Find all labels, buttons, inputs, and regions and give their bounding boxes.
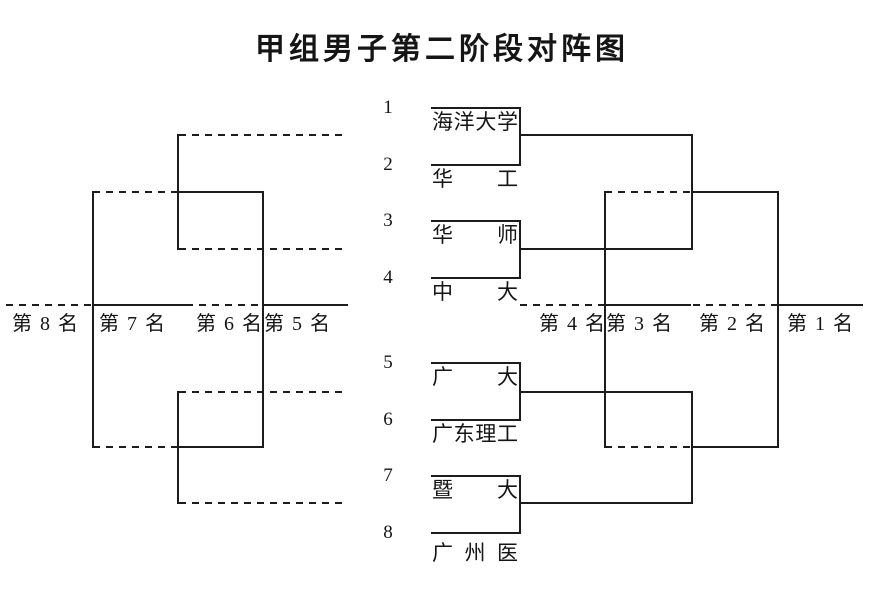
- loser-feed-line: [179, 134, 348, 136]
- rank-line-segment: [779, 304, 863, 306]
- seed-number: 4: [383, 267, 393, 288]
- final-match-vertical: [777, 191, 779, 448]
- loser-line: [605, 446, 691, 448]
- seed-number: 1: [383, 97, 393, 118]
- rank-label-1st: 第1名: [787, 313, 853, 335]
- team-name: 广州医: [432, 541, 518, 565]
- loser-line: [93, 191, 177, 193]
- page-title: 甲组男子第二阶段对阵图: [255, 33, 629, 66]
- winner-line: [521, 502, 693, 504]
- team-name: 广东理工: [432, 422, 518, 446]
- rank-label-5th: 第5名: [264, 313, 330, 335]
- seed-number: 2: [383, 154, 393, 175]
- match-box-bottom: [431, 419, 521, 421]
- rank-label-2nd: 第2名: [699, 313, 765, 335]
- rank-line-segment: [94, 304, 186, 306]
- match-box-bottom: [431, 277, 521, 279]
- rank-line-segment: [520, 304, 604, 306]
- match-box-top: [431, 362, 521, 364]
- winner-line: [693, 446, 778, 448]
- rank-label-6th: 第6名: [196, 313, 262, 335]
- winner-line: [521, 248, 693, 250]
- match-box-right: [519, 362, 521, 421]
- winner-line: [521, 134, 693, 136]
- consolation-b-vertical: [177, 391, 179, 504]
- match-box-bottom: [431, 532, 521, 534]
- match-box-right: [519, 475, 521, 534]
- semifinal-b-vertical: [691, 391, 693, 504]
- winner-line: [521, 391, 693, 393]
- match-box-top: [431, 107, 521, 109]
- rank-label-8th: 第8名: [12, 313, 78, 335]
- winner-line: [693, 191, 778, 193]
- match-box-right: [519, 107, 521, 166]
- loser-line: [93, 446, 177, 448]
- match-box-right: [519, 220, 521, 279]
- rank-label-4th: 第4名: [539, 313, 605, 335]
- match-box-top: [431, 475, 521, 477]
- third-place-match-vertical: [604, 191, 606, 448]
- team-name: 中大: [432, 280, 518, 304]
- loser-feed-line: [179, 502, 348, 504]
- team-name: 暨大: [432, 478, 518, 502]
- seed-number: 5: [383, 352, 393, 373]
- rank-line-segment: [606, 304, 691, 306]
- consolation-a-vertical: [177, 134, 179, 250]
- seventh-place-match-vertical: [92, 191, 94, 448]
- rank-label-7th: 第7名: [99, 313, 165, 335]
- team-name: 广大: [432, 365, 518, 389]
- fifth-place-match-vertical: [262, 191, 264, 448]
- winner-line: [179, 191, 263, 193]
- rank-label-3rd: 第3名: [606, 313, 672, 335]
- match-box-bottom: [431, 164, 521, 166]
- team-name: 海洋大学: [432, 110, 518, 134]
- match-box-top: [431, 220, 521, 222]
- rank-line-segment: [693, 304, 777, 306]
- winner-line: [179, 446, 263, 448]
- team-name: 华师: [432, 223, 518, 247]
- rank-line-segment: [186, 304, 262, 306]
- seed-number: 7: [383, 465, 393, 486]
- semifinal-a-vertical: [691, 134, 693, 250]
- loser-line: [605, 191, 691, 193]
- rank-line-segment: [6, 304, 93, 306]
- seed-number: 6: [383, 409, 393, 430]
- seed-number: 3: [383, 210, 393, 231]
- seed-number: 8: [383, 522, 393, 543]
- rank-line-segment: [264, 304, 348, 306]
- team-name: 华工: [432, 167, 518, 191]
